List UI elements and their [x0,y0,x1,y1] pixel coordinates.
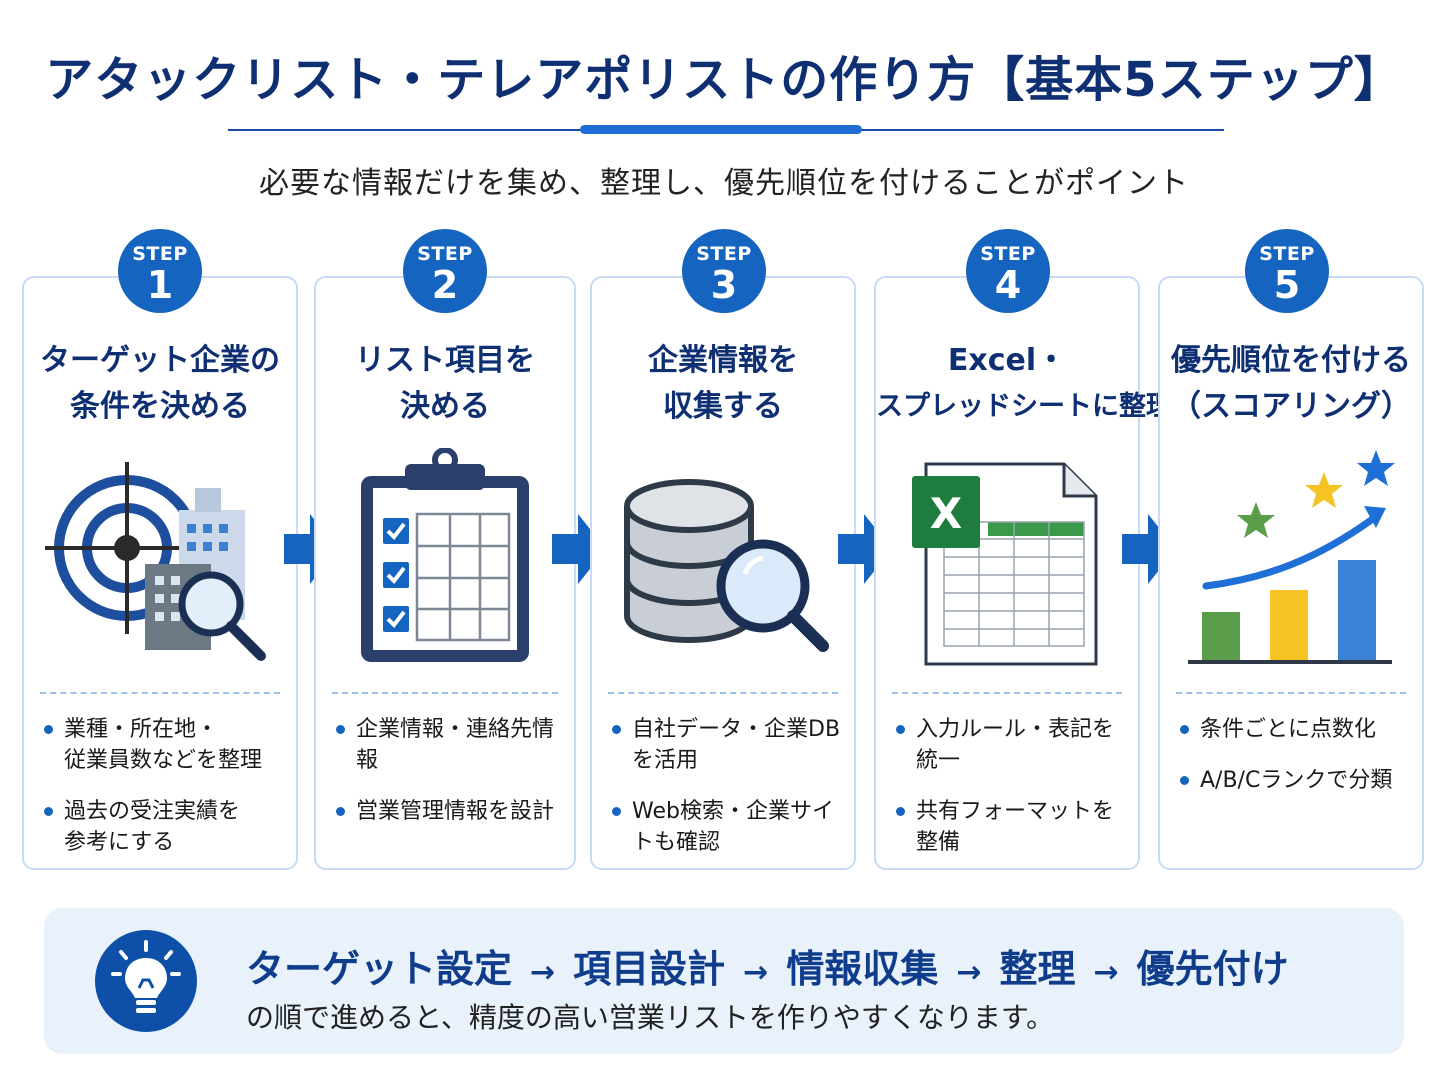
step-card-4: Excel・ スプレッドシートに整理 X 入力ルール・表記 [874,276,1173,870]
step-4-divider [892,692,1122,694]
excel-spreadsheet-icon: X [912,460,1102,674]
summary-flow: ターゲット設定→項目設計→情報収集→整理→優先付け [246,947,1289,991]
step-badge-2: STEP 2 [403,229,487,313]
step-5-title: 優先順位を付ける （スコアリング） [1171,343,1411,424]
list-item: Web検索・企業サイトも確認 [610,796,846,858]
step-badge-5: STEP 5 [1245,229,1329,313]
page-title: アタックリスト・テレアポリストの作り方【基本5ステップ】 [45,52,1403,108]
step-1-bullets: 業種・所在地・ 従業員数などを整理 過去の受注実績を 参考にする [42,714,288,878]
target-building-magnifier-icon [45,458,275,672]
list-item: 過去の受注実績を 参考にする [42,796,288,858]
lightbulb-icon [95,930,197,1032]
list-item: 共有フォーマットを整備 [894,796,1130,858]
step-3-title: 企業情報を 収集する [648,343,798,424]
step-badge-1: STEP 1 [118,229,202,313]
step-2-divider [332,692,558,694]
step-1-divider [40,692,280,694]
step-2-bullets: 企業情報・連絡先情報 営業管理情報を設計 [334,714,566,847]
summary-note: の順で進めると、精度の高い営業リストを作りやすくなります。 [246,1001,1055,1034]
step-3-bullets: 自社データ・企業DBを活用 Web検索・企業サイトも確認 [610,714,846,878]
bar-chart-stars-icon [1186,450,1396,674]
step-4-bullets: 入力ルール・表記を統一 共有フォーマットを整備 [894,714,1130,878]
step-5-bullets: 条件ごとに点数化 A/B/Cランクで分類 [1178,714,1414,816]
clipboard-checklist-icon [355,447,535,672]
list-item: 自社データ・企業DBを活用 [610,714,846,776]
list-item: 入力ルール・表記を統一 [894,714,1130,776]
page-subtitle: 必要な情報だけを集め、整理し、優先順位を付けることがポイント [259,166,1189,201]
list-item: A/B/Cランクで分類 [1178,765,1414,796]
step-card-2: リスト項目を 決める [314,276,576,870]
step-card-1: ターゲット企業の 条件を決める 業種・所在地・ [22,276,298,870]
title-underline-accent [580,125,862,134]
arrow-right-icon [284,514,338,584]
list-item: 営業管理情報を設計 [334,796,566,827]
database-search-icon [613,466,833,670]
arrow-right-icon [838,514,892,584]
step-badge-3: STEP 3 [682,229,766,313]
step-card-3: 企業情報を 収集する 自社データ・企業DBを活用 Web検索・企業サイトも確認 [590,276,856,870]
summary-panel: ターゲット設定→項目設計→情報収集→整理→優先付け の順で進めると、精度の高い営… [44,908,1404,1054]
step-1-title: ターゲット企業の 条件を決める [40,343,280,424]
step-3-divider [608,692,838,694]
arrow-right-icon [1122,514,1176,584]
step-5-divider [1176,692,1406,694]
list-item: 企業情報・連絡先情報 [334,714,566,776]
arrow-right-icon [552,514,606,584]
list-item: 条件ごとに点数化 [1178,714,1414,745]
step-2-title: リスト項目を 決める [355,343,535,424]
step-card-5: 優先順位を付ける （スコアリング） 条件ごとに点数化 A/B/Cランクで分類 [1158,276,1424,870]
svg-text:X: X [930,489,962,538]
step-4-title: Excel・ スプレッドシートに整理 [876,343,1173,422]
step-badge-4: STEP 4 [966,229,1050,313]
list-item: 業種・所在地・ 従業員数などを整理 [42,714,288,776]
